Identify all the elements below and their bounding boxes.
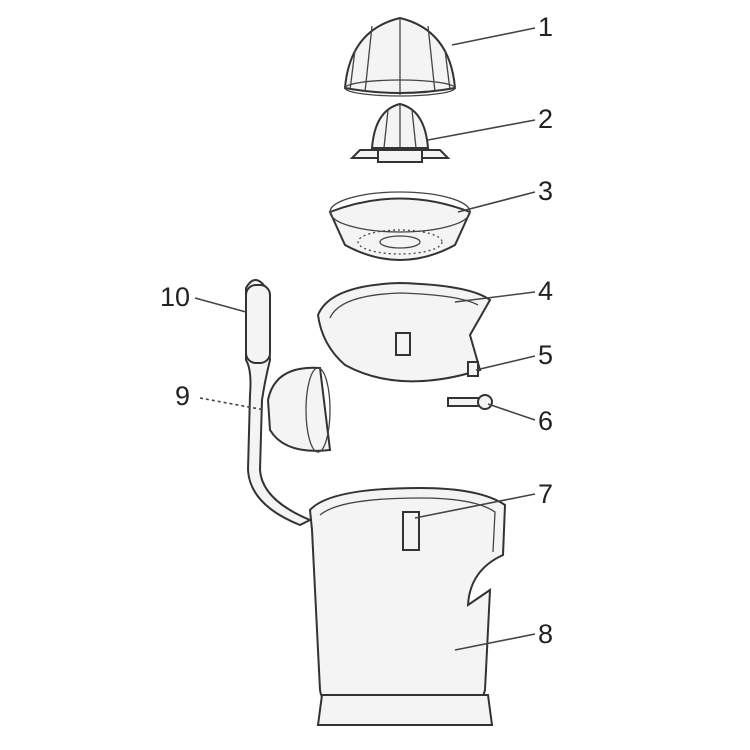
- part-label-10: 10: [160, 282, 190, 312]
- strainer-filter: [328, 191, 472, 261]
- part-label-6: 6: [538, 406, 553, 436]
- small-reamer-cone: [349, 102, 451, 163]
- juice-collector: [316, 281, 493, 410]
- part-label-4: 4: [538, 276, 553, 306]
- press-cup: [266, 366, 332, 453]
- part-label-3: 3: [538, 176, 553, 206]
- part-label-7: 7: [538, 479, 553, 509]
- leader-lines: [194, 27, 536, 651]
- pressing-lever: [245, 279, 313, 527]
- base-jug: [308, 486, 507, 726]
- part-label-8: 8: [538, 619, 553, 649]
- part-label-5: 5: [538, 340, 553, 370]
- part-label-9: 9: [175, 381, 190, 411]
- large-reamer-cone: [343, 16, 457, 97]
- part-label-2: 2: [538, 104, 553, 134]
- part-label-1: 1: [538, 12, 553, 42]
